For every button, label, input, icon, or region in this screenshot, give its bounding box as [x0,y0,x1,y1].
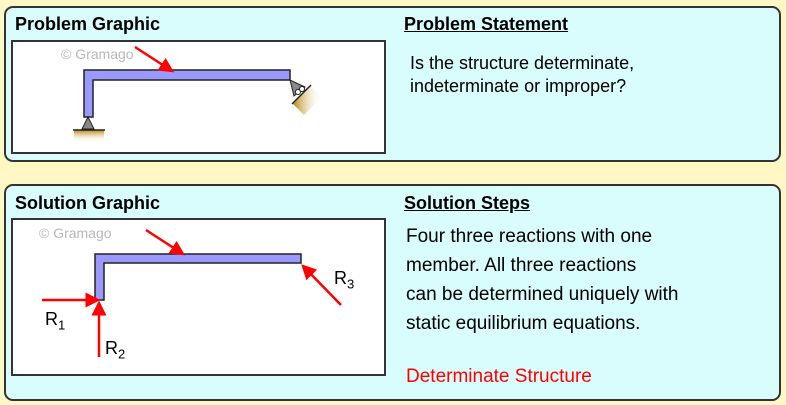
problem-member [83,69,291,118]
problem-statement-title: Problem Statement [404,14,569,34]
result-text: Determinate Structure [406,366,592,387]
problem-graphic [11,40,386,154]
problem-statement: Is the structure determinate, indetermin… [410,53,635,96]
inclined-roller-support-icon [289,79,322,115]
reaction-r3-arrow [301,264,342,306]
label-r3: R3 [334,268,355,292]
solution-graphic [11,218,386,376]
solution-steps-title: Solution Steps [404,193,530,213]
problem-graphic-title: Problem Graphic [15,14,161,34]
label-r1: R1 [45,309,66,333]
solution-graphic-title: Solution Graphic [15,193,161,213]
load-arrow [145,228,186,256]
watermark: © Gramago [39,225,112,241]
pin-support-icon [73,115,105,142]
watermark: © Gramago [61,46,134,62]
label-r2: R2 [105,338,126,362]
load-arrow [134,45,175,73]
solution-steps: Four three reactions with one member. Al… [406,226,679,334]
solution-member [94,253,302,301]
